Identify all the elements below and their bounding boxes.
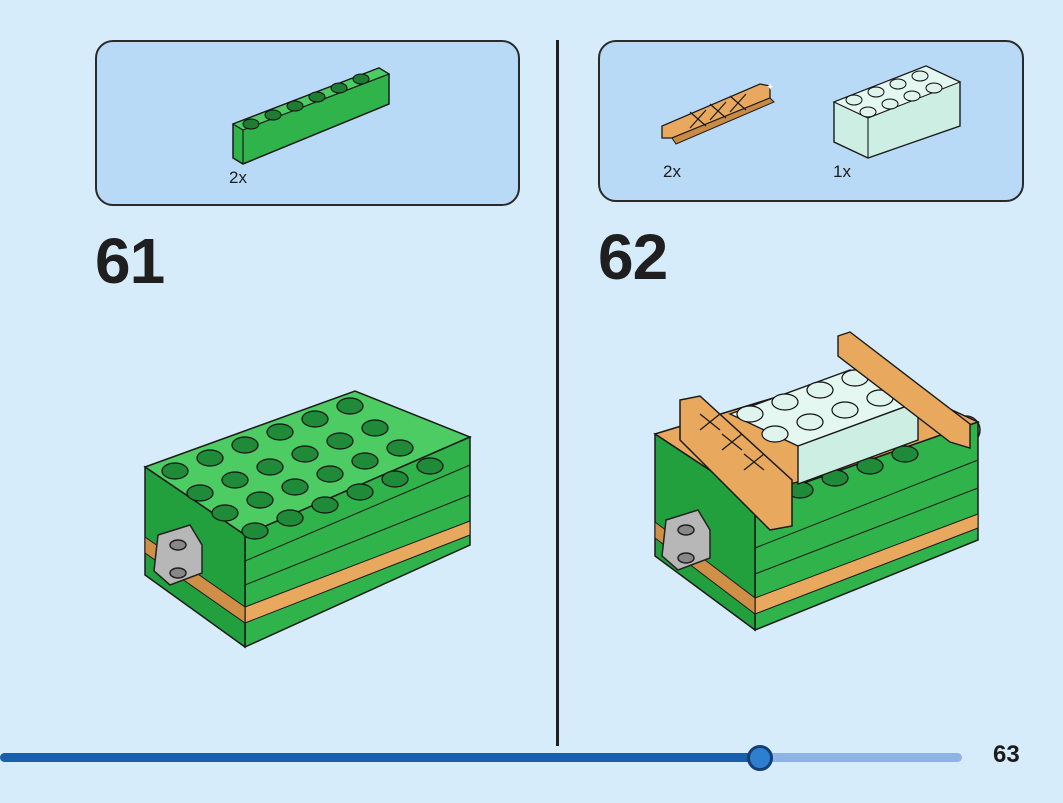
progress-knob [746,745,773,771]
part-quantity: 2x [663,162,681,181]
aqua-2x4-brick-icon [832,65,962,159]
column-divider [556,40,559,746]
svg-text:✦: ✦ [766,82,774,93]
step-62-assembly-illustration [653,331,981,632]
step-number: 62 [598,221,668,293]
parts-callout-step-62: ✦ 2x 1x [598,40,1024,202]
page-number: 63 [993,741,1020,768]
progress-bar [0,745,962,771]
part-quantity: 1x [833,162,851,181]
step-number: 61 [95,225,165,297]
part-quantity: 2x [229,168,247,187]
green-1x6-brick-icon [231,67,391,165]
orange-fence-icon: ✦ [661,82,775,145]
step-61-assembly-illustration [143,390,472,649]
progress-fill [0,753,760,762]
parts-callout-step-61: 2x [95,40,520,206]
